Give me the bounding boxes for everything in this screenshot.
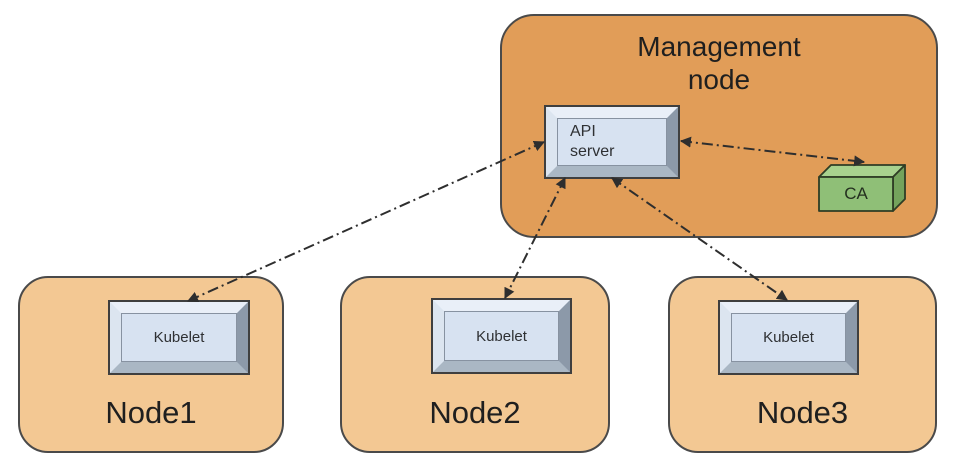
kubelet2-label: Kubelet: [476, 327, 527, 345]
ca-label: CA: [844, 184, 868, 203]
kubelet3-label: Kubelet: [763, 329, 814, 346]
kubelet2-box: Kubelet: [433, 300, 570, 372]
api-server-label: API server: [570, 123, 615, 160]
node2-label: Node2: [429, 395, 521, 430]
api-server-box: API server: [546, 107, 678, 177]
kubelet1-label: Kubelet: [153, 329, 205, 346]
kubelet1-box: Kubelet: [110, 302, 248, 373]
node3-label: Node3: [756, 395, 849, 430]
kubelet3-box: Kubelet: [720, 302, 857, 373]
management-node-label: Management node: [637, 31, 801, 95]
node1-label: Node1: [105, 395, 197, 430]
